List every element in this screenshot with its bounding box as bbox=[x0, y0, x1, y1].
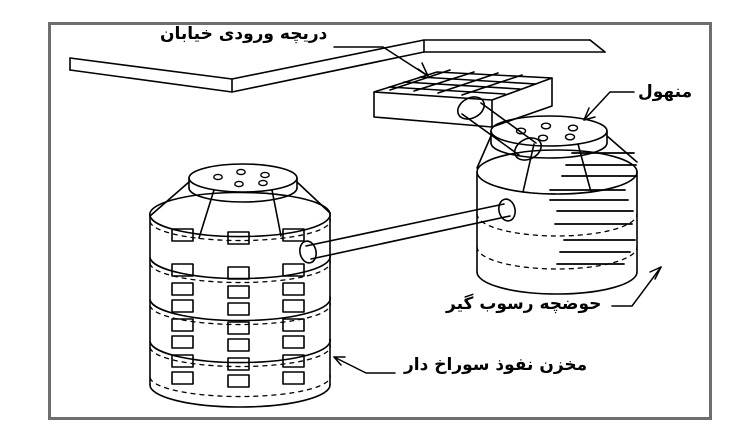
leader-lines bbox=[333, 46, 662, 374]
label-street-inlet: دریچه ورودی خیابان bbox=[160, 24, 328, 44]
label-perforated-infiltration-tank: مخزن نفوذ سوراخ دار bbox=[404, 355, 588, 375]
figure-border bbox=[48, 22, 712, 420]
street-pavement-slab bbox=[69, 39, 606, 93]
sedimentation-basin bbox=[476, 115, 638, 295]
label-manhole: منهول bbox=[638, 82, 693, 102]
transfer-pipe bbox=[299, 198, 516, 264]
perforated-infiltration-tank bbox=[149, 163, 331, 408]
label-sedimentation-basin: حوضچه رسوب گیر bbox=[446, 294, 602, 314]
inlet-grate-box bbox=[373, 69, 553, 128]
